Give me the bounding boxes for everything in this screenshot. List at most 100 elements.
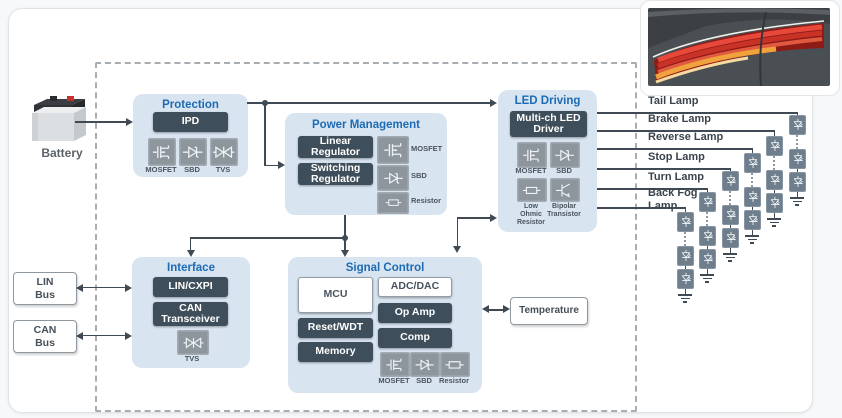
led-chain-dotted-wire: [751, 173, 754, 187]
connector-pm-down: [344, 215, 346, 238]
lin-bus-line2: Bus: [35, 288, 55, 301]
ground-icon: [767, 218, 782, 220]
temperature-box: Temperature: [510, 297, 588, 325]
sc-sbd-label: SBD: [416, 376, 432, 385]
lamp-wire: [706, 188, 708, 192]
led-icon: [677, 212, 694, 232]
lin-bus-box: LIN Bus: [13, 272, 77, 305]
led-icon: [677, 269, 694, 289]
lamp-wire: [729, 168, 731, 171]
led-icon: [766, 193, 783, 213]
ld-sbd-label: SBD: [556, 166, 572, 175]
ipd-chip[interactable]: IPD: [153, 112, 228, 132]
led-icon: [722, 228, 739, 248]
ground-stub: [796, 192, 798, 197]
led-chain-wire: [796, 169, 798, 172]
battery-label: Battery: [41, 146, 83, 160]
mosfet-icon: [377, 136, 409, 164]
led-icon: [699, 226, 716, 246]
lamp-wire: [597, 188, 708, 190]
lamp-wire: [597, 148, 753, 150]
switching-regulator-chip[interactable]: Switching Regulator: [298, 162, 373, 185]
led-icon: [744, 210, 761, 230]
ground-icon: [683, 301, 688, 303]
comp-chip[interactable]: Comp: [378, 328, 452, 348]
arrowhead: [278, 161, 285, 170]
ground-icon: [772, 225, 777, 227]
arrowhead: [453, 246, 462, 253]
lamp-label: Stop Lamp: [648, 151, 705, 163]
ground-stub: [729, 248, 731, 253]
lin-cxpi-chip[interactable]: LIN/CXPI: [153, 277, 228, 297]
ground-icon: [745, 235, 760, 237]
ld-bipolar-label: Bipolar Transistor: [547, 203, 581, 219]
mosfet-icon: [148, 138, 176, 166]
sbd-icon: [410, 352, 440, 377]
led-icon: [789, 172, 806, 192]
mcu-chip[interactable]: MCU: [298, 277, 373, 313]
arrowhead: [503, 305, 510, 314]
ground-icon: [750, 242, 755, 244]
connector-protection-led-driving: [247, 102, 491, 104]
sbd-icon: [377, 165, 409, 191]
led-icon: [677, 246, 694, 266]
arrowhead: [482, 305, 489, 314]
led-icon: [699, 249, 716, 269]
connector-battery-protection: [75, 121, 127, 123]
multich-led-driver-chip[interactable]: Multi-ch LED Driver: [510, 111, 587, 137]
ground-icon: [702, 277, 712, 279]
arrowhead: [76, 331, 83, 340]
led-icon: [722, 205, 739, 225]
arrowhead: [490, 213, 497, 222]
can-bus-line2: Bus: [35, 336, 55, 349]
protection-title: Protection: [162, 99, 219, 111]
led-chain-dotted-wire: [773, 156, 776, 170]
connector-signal-led-driving: [456, 217, 458, 246]
lamp-wire: [597, 112, 798, 114]
battery-icon: [32, 96, 86, 141]
connector-can-bus: [82, 334, 126, 337]
ground-icon: [747, 238, 757, 240]
can-transceiver-chip[interactable]: CAN Transceiver: [153, 302, 228, 326]
op-amp-chip[interactable]: Op Amp: [378, 303, 452, 323]
reset-wdt-chip[interactable]: Reset/WDT: [298, 318, 373, 338]
connector-to-signal-control: [344, 238, 346, 250]
led-driving-title: LED Driving: [514, 95, 581, 107]
arrowhead: [125, 331, 132, 340]
ld-low-ohmic-label: Low Ohmic Resistor: [516, 203, 545, 227]
led-chain-dotted-wire: [706, 212, 709, 226]
power-management-title: Power Management: [312, 119, 420, 131]
adc-dac-chip[interactable]: ADC/DAC: [378, 277, 452, 297]
led-chain-dotted-wire: [796, 135, 799, 149]
tail-lamp-photo: [648, 8, 830, 86]
led-chain-wire: [751, 207, 753, 210]
connector-temperature: [489, 309, 505, 311]
memory-chip[interactable]: Memory: [298, 342, 373, 362]
ground-stub: [773, 213, 775, 218]
linear-regulator-chip[interactable]: Linear Regulator: [298, 135, 373, 158]
lamp-wire: [597, 207, 686, 209]
connector-signal-led-driving: [457, 217, 490, 219]
connector-pm-split: [190, 237, 345, 239]
can-bus-line1: CAN: [33, 324, 57, 337]
sbd-icon: [550, 142, 580, 168]
ground-stub: [751, 230, 753, 235]
lamp-wire: [684, 207, 686, 212]
led-chain-dotted-wire: [684, 232, 687, 246]
pm-resistor-label: Resistor: [411, 196, 442, 205]
lamp-wire: [751, 148, 753, 153]
lamp-label: Reverse Lamp: [648, 131, 724, 143]
can-bus-box: CAN Bus: [13, 320, 77, 353]
connector-to-power-management: [264, 102, 266, 166]
lamp-wire: [597, 130, 775, 132]
lamp-label: Tail Lamp: [648, 95, 699, 107]
lamp-label: Brake Lamp: [648, 113, 711, 125]
arrowhead: [76, 283, 83, 292]
ground-stub: [706, 269, 708, 274]
low-ohmic-resistor-icon: [517, 178, 547, 202]
ground-icon: [723, 253, 738, 255]
ground-icon: [705, 281, 710, 283]
interface-title: Interface: [167, 262, 215, 274]
mosfet-icon: [380, 352, 410, 377]
